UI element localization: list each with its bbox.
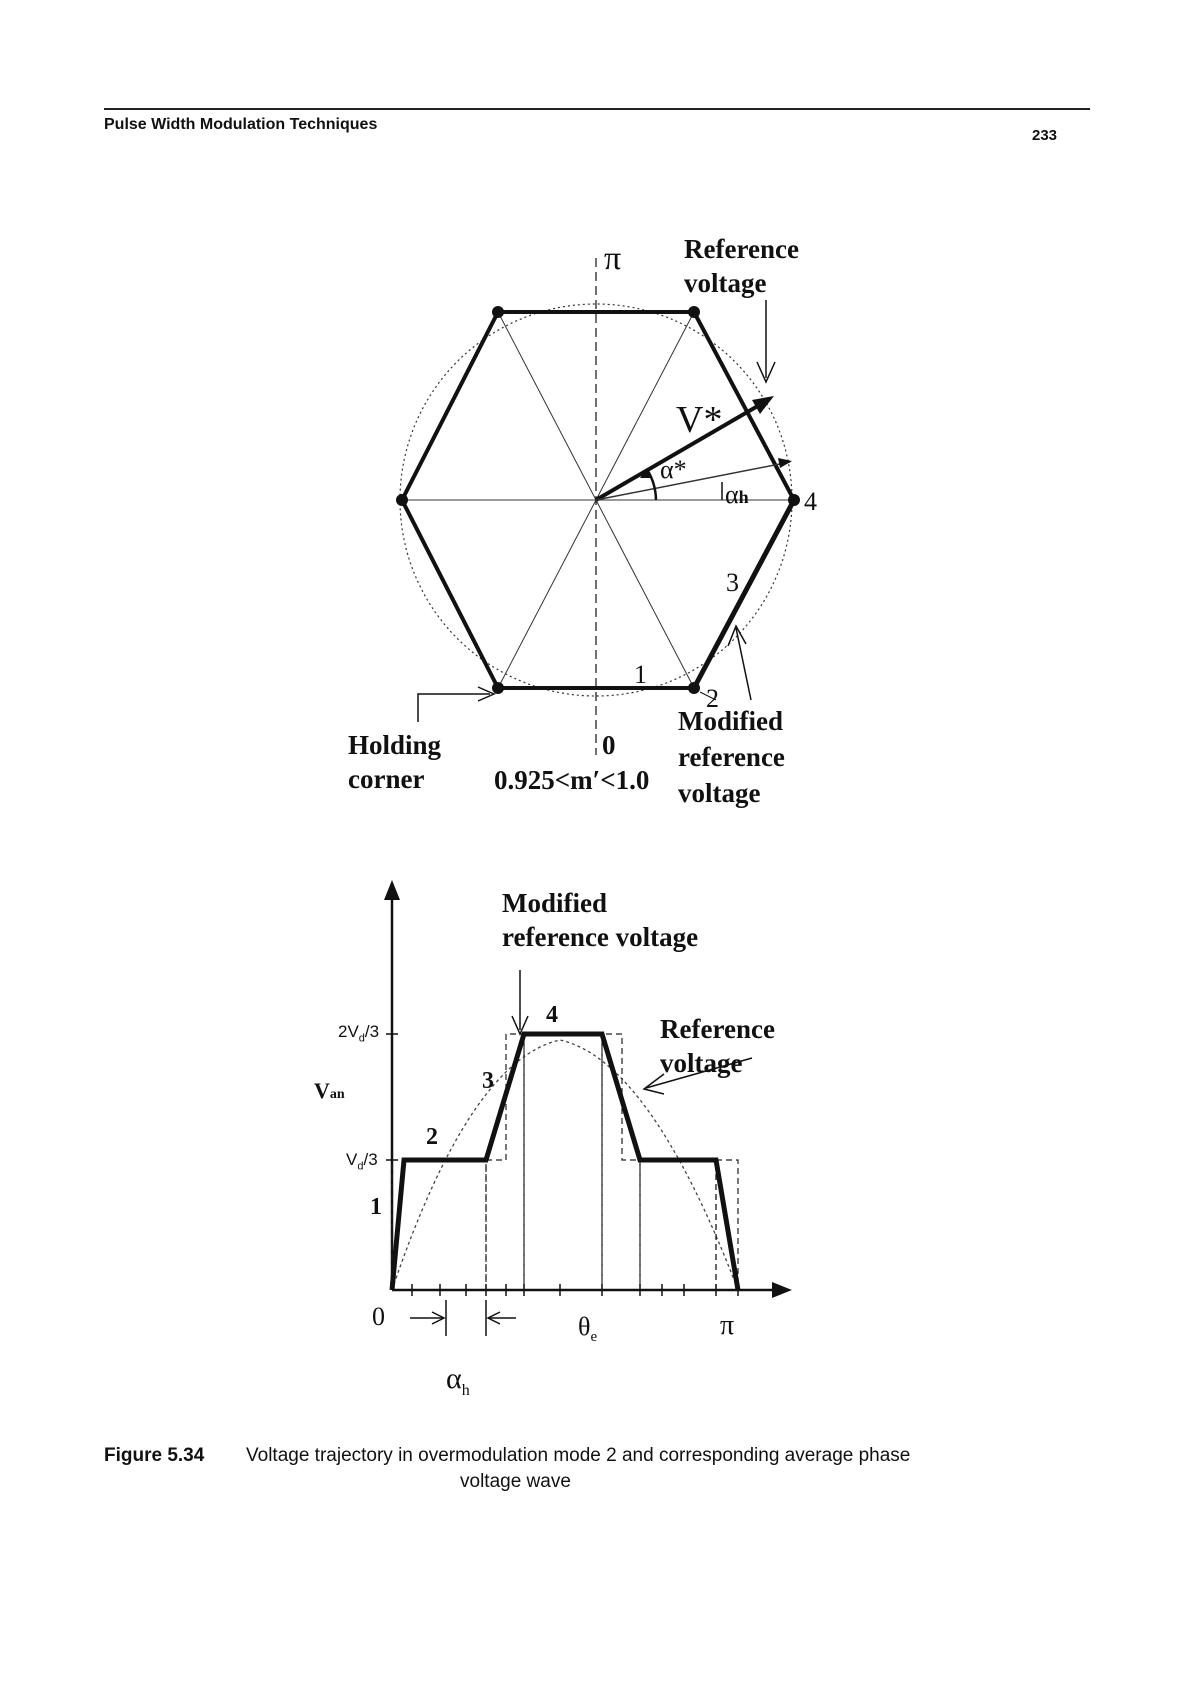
- zero-label: 0: [602, 730, 616, 760]
- modified-waveform: [389, 1031, 741, 1291]
- running-header-title: Pulse Width Modulation Techniques: [104, 116, 378, 133]
- modified-reference-label-line3: voltage: [678, 778, 761, 808]
- waveform-segment-2: 2: [426, 1124, 438, 1150]
- modified-pointer: [735, 627, 752, 701]
- vertex-4-label: 4: [804, 487, 817, 516]
- reference-ref-pointer: [645, 1057, 753, 1089]
- reference-label-line2: voltage: [660, 1048, 743, 1078]
- vertex-dot: [492, 306, 504, 318]
- y-axis-label: Van: [314, 1078, 345, 1103]
- dashed-box: [523, 1033, 603, 1290]
- holding-corner-label-line1: Holding: [348, 730, 442, 760]
- dashed-box: [391, 1159, 487, 1290]
- vertex-dot: [396, 494, 408, 506]
- reference-voltage-label-line2: voltage: [684, 268, 767, 298]
- alpha-h-label: αh: [725, 480, 749, 509]
- reference-label-line1: Reference: [660, 1014, 775, 1044]
- page-number: 233: [1032, 127, 1058, 144]
- x-axis-pi-label: π: [720, 1310, 735, 1341]
- holding-corner-pointer-head: [477, 686, 496, 702]
- alpha-h-dimension-label: αh: [446, 1362, 470, 1399]
- dashed-box: [639, 1159, 717, 1290]
- v-star-label: V*: [676, 399, 723, 441]
- segment-2-label: 2: [706, 684, 719, 713]
- reference-voltage-label-line1: Reference: [684, 234, 799, 264]
- modified-ref-label-line1: Modified: [502, 888, 607, 918]
- reference-vector: [595, 461, 791, 501]
- y-tick-label-high: 2Vd/3: [338, 1022, 380, 1045]
- alpha-h-arrowhead-right: [486, 1311, 501, 1325]
- segment-3-label: 3: [726, 568, 739, 597]
- alpha-h-arrowhead-left: [431, 1311, 446, 1325]
- holding-corner-label-line2: corner: [348, 764, 425, 794]
- dashed-box: [601, 1033, 641, 1290]
- modulation-range-label: 0.925<m′<1.0: [494, 765, 650, 795]
- vertex-dot: [492, 682, 504, 694]
- segment-1-label: 1: [634, 660, 647, 689]
- modified-reference-label-line2: reference: [678, 742, 785, 772]
- figure-caption-line1: Voltage trajectory in overmodulation mod…: [246, 1445, 911, 1466]
- reference-arrowhead: [778, 458, 792, 468]
- y-axis-arrowhead: [384, 880, 400, 900]
- pi-label: π: [604, 240, 622, 277]
- waveform-segment-4: 4: [546, 1002, 558, 1028]
- waveform-segment-3: 3: [482, 1068, 494, 1094]
- figure-label: Figure 5.34: [104, 1445, 205, 1466]
- y-tick-label-low: Vd/3: [346, 1150, 378, 1173]
- modified-ref-label-line2: reference voltage: [502, 922, 699, 952]
- v-star-vector: [594, 398, 770, 502]
- x-axis-theta-label: θe: [578, 1312, 598, 1346]
- modified-reference-label-line1: Modified: [678, 706, 783, 736]
- modified-ref-pointer-head: [511, 1015, 529, 1036]
- x-axis-zero: 0: [372, 1302, 385, 1331]
- v-star-arrowhead: [752, 396, 774, 414]
- segment-2-leader: [699, 691, 717, 701]
- alpha-star-arrowhead: [640, 468, 652, 478]
- modified-trajectory: [691, 498, 797, 690]
- reference-pointer-head: [756, 361, 776, 384]
- holding-corner-pointer: [417, 693, 490, 722]
- reference-ref-pointer-head: [642, 1073, 665, 1095]
- modified-pointer-head: [727, 624, 747, 647]
- waveform-segment-1: 1: [370, 1194, 382, 1220]
- figure-caption-line2: voltage wave: [460, 1471, 571, 1492]
- x-axis-arrowhead: [772, 1282, 792, 1298]
- header-rule: [104, 108, 1090, 110]
- dashed-box: [715, 1159, 739, 1290]
- alpha-star-label: α*: [660, 455, 687, 484]
- vertex-dot: [688, 306, 700, 318]
